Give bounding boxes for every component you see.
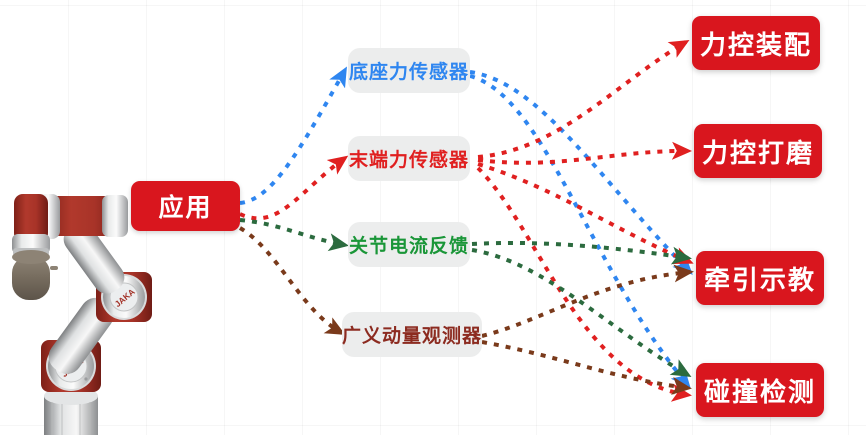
edge-app-to-joint-current [239, 218, 349, 252]
output-node-label: 碰撞检测 [703, 376, 816, 407]
output-node-label: 力控打磨 [701, 137, 814, 168]
edge-app-to-base-sensor [239, 66, 347, 205]
edge-app-to-end-sensor [239, 155, 349, 221]
middle-node-label: 关节电流反馈 [348, 236, 469, 257]
source-node-label: 应用 [158, 194, 213, 222]
output-node-force-grinding[interactable]: 力控打磨 [694, 124, 822, 178]
output-node-drag-teaching[interactable]: 牵引示教 [696, 251, 824, 305]
middle-node-joint-current-feedback[interactable]: 关节电流反馈 [348, 222, 470, 267]
edge-end-sensor-to-collision-detection [476, 166, 692, 402]
source-node-application[interactable]: 应用 [131, 181, 240, 231]
edge-base-sensor-to-drag-teaching [469, 70, 693, 275]
edge-joint-current-to-drag-teaching [471, 240, 692, 265]
edge-joint-current-to-collision-detection [471, 248, 692, 377]
middle-node-label: 广义动量观测器 [342, 326, 483, 347]
middle-node-label: 末端力传感器 [348, 150, 469, 171]
middle-node-label: 底座力传感器 [348, 62, 469, 83]
robot-arm-icon: JAKA JAKA [12, 194, 152, 435]
edge-momentum-observer-to-drag-teaching [481, 264, 694, 338]
edge-base-sensor-to-collision-detection [469, 74, 691, 389]
output-node-label: 牵引示教 [703, 264, 816, 295]
output-node-force-assembly[interactable]: 力控装配 [692, 16, 820, 70]
edge-end-sensor-to-force-assembly [477, 40, 690, 159]
output-node-collision-detection[interactable]: 碰撞检测 [696, 363, 824, 417]
middle-node-end-force-sensor[interactable]: 末端力传感器 [348, 136, 470, 181]
edge-end-sensor-to-force-grinding [477, 141, 692, 165]
edge-app-to-momentum-observer [238, 226, 346, 335]
middle-node-base-force-sensor[interactable]: 底座力传感器 [348, 48, 470, 93]
middle-node-momentum-observer[interactable]: 广义动量观测器 [342, 312, 482, 357]
output-node-label: 力控装配 [699, 29, 812, 60]
edge-momentum-observer-to-collision-detection [481, 340, 692, 395]
